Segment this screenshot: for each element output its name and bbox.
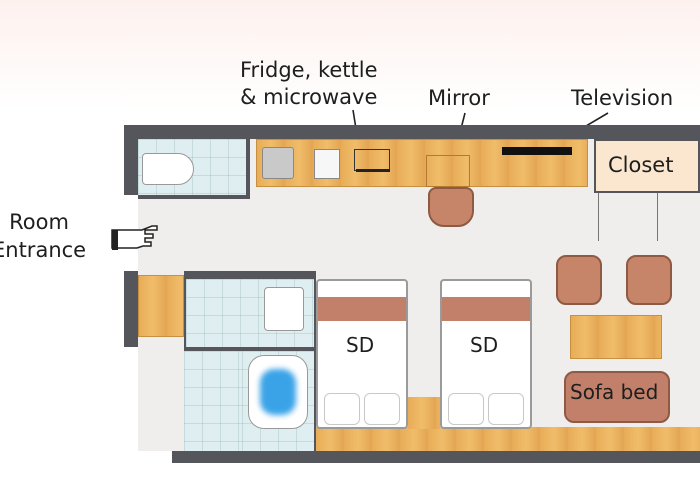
closet	[594, 139, 700, 193]
wall-bottom	[172, 451, 700, 463]
sink-icon	[262, 147, 294, 179]
sofa-bed	[564, 371, 670, 423]
floor-plan: Closet Sofa bed SD SD	[124, 125, 700, 463]
armchair-left	[556, 255, 602, 305]
fridge-icon	[354, 149, 390, 171]
bed-1-band	[318, 297, 406, 321]
floor-strip	[316, 427, 700, 451]
bed-2-pillow-right	[488, 393, 524, 425]
shower-area	[184, 351, 242, 451]
washbasin-icon	[264, 287, 304, 331]
toilet-icon	[142, 153, 194, 185]
stove-icon	[314, 149, 340, 179]
wall-top	[124, 125, 700, 139]
armchair-right	[626, 255, 672, 305]
sofa-bed-label: Sofa bed	[570, 380, 659, 404]
bed-1-pillow-left	[324, 393, 360, 425]
desk-chair	[428, 187, 474, 227]
entrance-label: Room Entrance	[0, 210, 87, 262]
mirror-label: Mirror	[428, 86, 490, 110]
pointing-hand-icon	[111, 225, 158, 250]
television-icon	[502, 147, 572, 155]
bed-2-band	[442, 297, 530, 321]
entry-cabinet	[138, 275, 184, 337]
bed-2-pillow-left	[448, 393, 484, 425]
closet-door	[598, 193, 658, 241]
bed-1-label: SD	[346, 333, 375, 357]
fridge-label: Fridge, kettle & microwave	[240, 58, 378, 109]
mirror-icon	[426, 155, 470, 187]
microwave-icon	[356, 169, 390, 172]
coffee-table	[570, 315, 662, 359]
bed-1-pillow-right	[364, 393, 400, 425]
bathtub-water	[260, 369, 296, 415]
wall-left-lower	[124, 271, 138, 347]
closet-label: Closet	[608, 153, 674, 177]
nightstand	[408, 397, 440, 429]
television-label: Television	[571, 86, 674, 110]
bed-2-label: SD	[470, 333, 499, 357]
wall-left-upper	[124, 125, 138, 195]
